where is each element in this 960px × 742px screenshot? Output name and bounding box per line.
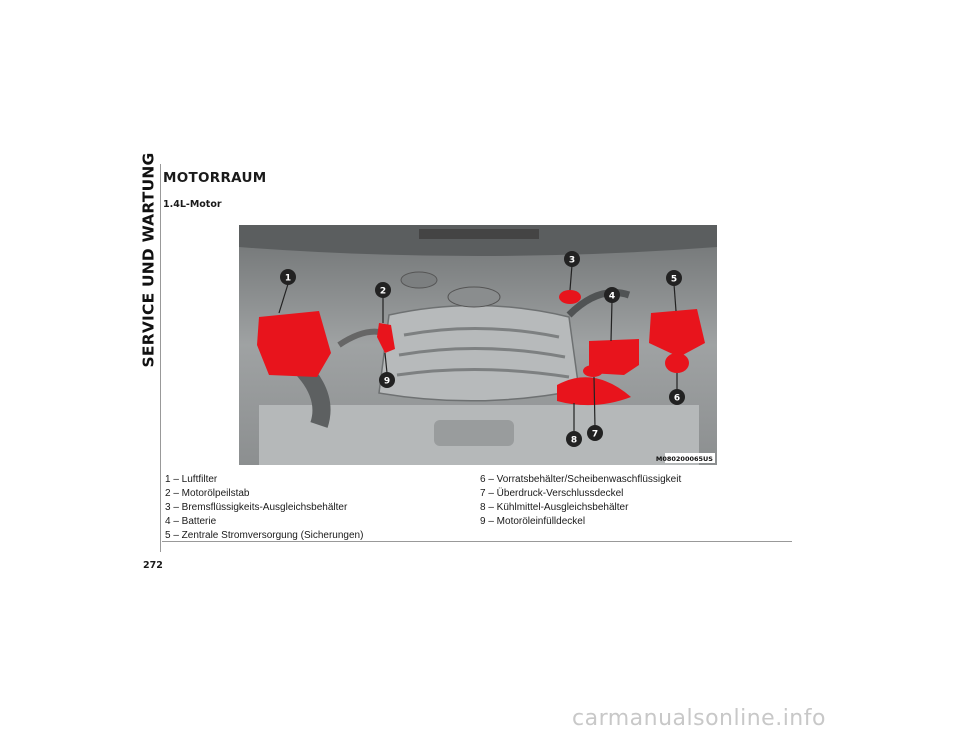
callout-9: 9: [379, 372, 395, 388]
hood-underside: [239, 225, 717, 256]
air-filter-highlight: [257, 311, 331, 377]
callout-4: 4: [604, 287, 620, 303]
legend-right: 6 – Vorratsbehälter/Scheibenwaschflüssig…: [480, 473, 681, 529]
svg-text:5: 5: [671, 275, 677, 285]
page-subtitle: 1.4L-Motor: [163, 199, 222, 210]
bottom-divider: [162, 541, 792, 542]
legend-left: 1 – Luftfilter 2 – Motorölpeilstab 3 – B…: [165, 473, 363, 543]
latch: [434, 420, 514, 446]
callout-3: 3: [564, 251, 580, 267]
washer-reservoir-highlight: [665, 353, 689, 373]
callout-1: 1: [280, 269, 296, 285]
throttle-body: [447, 286, 501, 308]
battery-highlight: [589, 339, 639, 375]
callout-5: 5: [666, 270, 682, 286]
dipstick-highlight: [377, 323, 395, 353]
callout-7: 7: [587, 425, 603, 441]
svg-text:7: 7: [592, 430, 598, 440]
intake-cap: [400, 271, 438, 289]
leader-line-3: [569, 264, 573, 291]
legend-item: 7 – Überdruck-Verschlussdeckel: [480, 488, 624, 499]
valve-cover-rib: [403, 326, 560, 339]
svg-text:2: 2: [380, 287, 386, 297]
legend-item: 6 – Vorratsbehälter/Scheibenwaschflüssig…: [480, 474, 682, 485]
leader-line-9: [384, 352, 388, 374]
pressure-cap-highlight: [583, 365, 603, 377]
hose: [566, 289, 631, 318]
engine-bay-photo: 1 2 3 4 5 6 7 8 9 M080200065US: [239, 225, 717, 465]
image-code: M080200065US: [656, 455, 713, 463]
legend-item: 8 – Kühlmittel-Ausgleichsbehälter: [480, 502, 629, 513]
legend-item: 1 – Luftfilter: [165, 474, 218, 485]
svg-text:9: 9: [384, 377, 390, 387]
svg-text:3: 3: [569, 256, 575, 266]
image-code-box: [665, 453, 715, 463]
legend-item: 4 – Batterie: [165, 516, 217, 527]
callout-6: 6: [669, 389, 685, 405]
leader-line-4: [610, 300, 613, 342]
valve-cover-rib: [398, 346, 566, 359]
svg-text:4: 4: [609, 292, 615, 302]
callout-2: 2: [375, 282, 391, 298]
legend-item: 3 – Bremsflüssigkeits-Ausgleichsbehälter: [165, 502, 348, 513]
svg-text:6: 6: [674, 394, 680, 404]
brake-fluid-reservoir-highlight: [559, 290, 581, 304]
fuse-box-highlight: [649, 309, 705, 357]
legend-item: 2 – Motorölpeilstab: [165, 488, 250, 499]
page-title: MOTORRAUM: [163, 170, 267, 186]
callout-8: 8: [566, 431, 582, 447]
side-divider: [160, 164, 161, 552]
page-number: 272: [143, 560, 163, 571]
leader-line-7: [593, 376, 596, 428]
legend-item: 5 – Zentrale Stromversorgung (Sicherunge…: [165, 530, 364, 541]
leader-line-5: [673, 283, 677, 312]
hood-vent: [419, 229, 539, 239]
legend-item: 9 – Motoröleinfülldeckel: [480, 516, 586, 527]
section-side-title: SERVICE UND WARTUNG: [139, 152, 158, 368]
watermark: carmanualsonline.info: [572, 706, 826, 731]
svg-text:8: 8: [571, 436, 577, 446]
leader-line-1: [278, 283, 289, 314]
svg-text:1: 1: [285, 274, 291, 284]
valve-cover-rib: [396, 367, 570, 379]
